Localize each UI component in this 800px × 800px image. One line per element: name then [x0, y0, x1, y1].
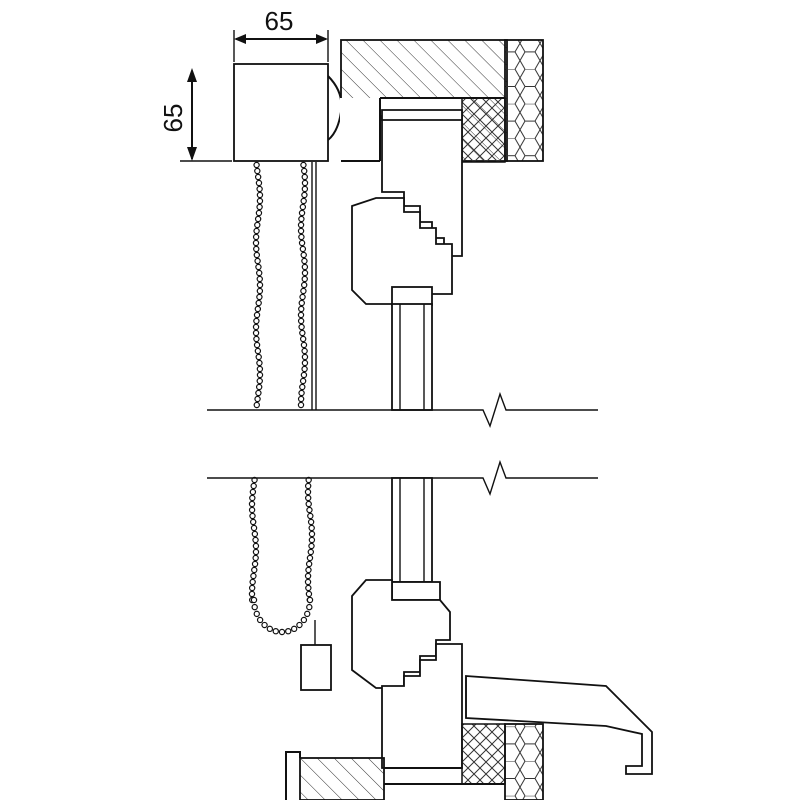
window-frame-lower	[351, 477, 463, 769]
bead-chain-icon	[252, 161, 309, 409]
cord	[311, 162, 317, 410]
chain-weight-icon	[300, 620, 332, 691]
window-sill	[465, 675, 653, 775]
width-dimension: 65	[233, 6, 329, 62]
break-line-lower	[207, 459, 598, 496]
width-dimension-label: 65	[265, 6, 294, 36]
wall-lower	[285, 723, 544, 800]
break-line-upper	[207, 391, 598, 428]
window-frame-upper	[351, 109, 463, 411]
height-dimension-label: 65	[158, 104, 188, 133]
bead-chain-loop-icon	[248, 476, 316, 636]
height-dimension: 65	[158, 68, 232, 162]
roller-box	[233, 63, 343, 162]
